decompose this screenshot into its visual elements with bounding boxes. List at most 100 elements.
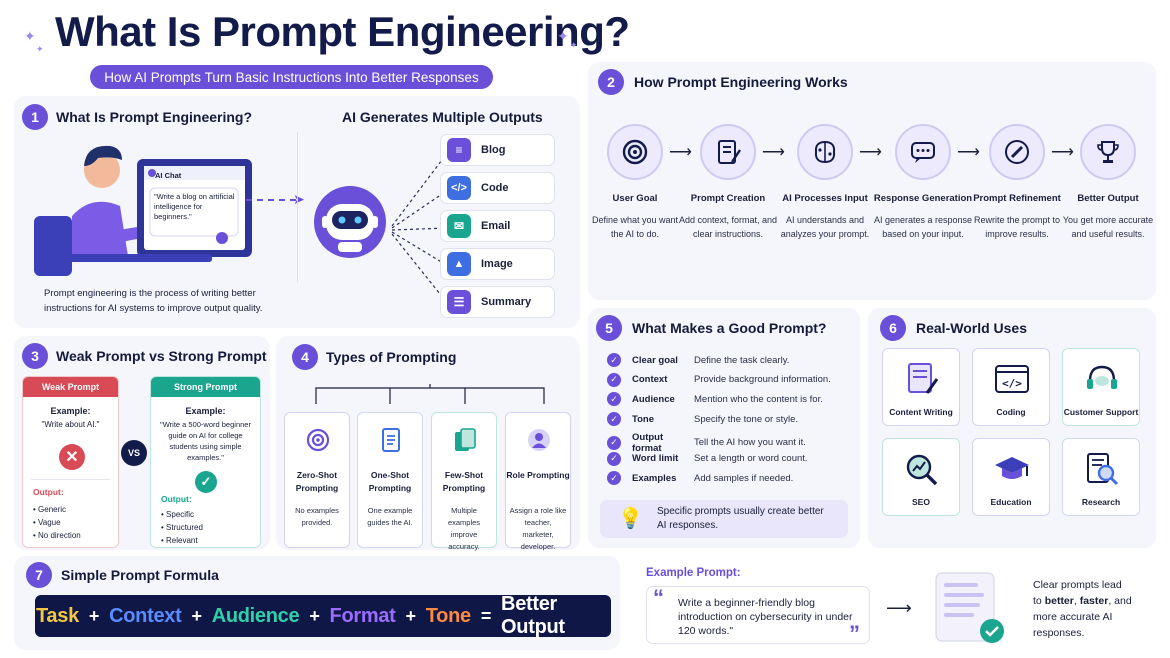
step-1-circle (700, 124, 756, 180)
prompt-type-name: Role Prompting (506, 470, 570, 480)
sparkle-icon: ✦ (24, 28, 36, 44)
check-icon: ✓ (607, 412, 621, 427)
check-mark-icon: ✓ (195, 471, 217, 493)
step-title: Response Generation (873, 193, 973, 204)
formula-bar: Task+Context+Audience+Format+Tone=Better… (35, 593, 611, 638)
chat-bubble-icon (911, 142, 935, 163)
step-desc: Define what you want the AI to do. (591, 215, 679, 239)
arrow-right-icon: ⟶ (762, 144, 785, 161)
formula-operator: + (309, 605, 320, 626)
step-desc: You get more accurate and useful results… (1062, 215, 1154, 239)
quote-close-icon: ” (849, 621, 860, 646)
section-title: What Makes a Good Prompt? (632, 320, 827, 336)
quote-open-icon: “ (653, 585, 664, 610)
section-number: 3 (22, 343, 48, 369)
use-card: Education (972, 438, 1050, 516)
arrow-right-icon: ⟶ (886, 598, 912, 618)
section-number: 1 (22, 104, 48, 130)
arrow-right-icon: ⟶ (859, 144, 882, 161)
divider (297, 132, 298, 282)
lightbulb-icon: 💡 (618, 508, 643, 530)
output-image: ▲Image (440, 248, 555, 280)
section-number: 4 (292, 344, 318, 370)
document-icon (382, 428, 400, 452)
output-email: ✉Email (440, 210, 555, 242)
seo-magnifier-icon (906, 454, 938, 486)
good-prompt-item: ✓ Output format Tell the AI how you want… (607, 432, 806, 454)
document-pen-icon (718, 140, 741, 164)
arrow-right-icon: ⟶ (669, 144, 692, 161)
chat-prompt-text: "Write a blog on artificial intelligence… (154, 192, 235, 221)
use-card: Content Writing (882, 348, 960, 426)
target-icon (306, 428, 330, 452)
section-title: How Prompt Engineering Works (634, 74, 848, 90)
trophy-icon (1097, 141, 1119, 163)
coding-icon: </> (995, 365, 1029, 393)
formula-term: Task (36, 604, 79, 627)
image-icon: ▲ (447, 252, 471, 276)
check-icon: ✓ (607, 372, 621, 387)
prompt-type-name: Zero-Shot Prompting (295, 470, 339, 493)
types-connector (315, 384, 545, 404)
output-fan-lines (391, 151, 449, 305)
use-card: Customer Support (1062, 348, 1140, 426)
person-icon (528, 429, 550, 451)
outputs-title: AI Generates Multiple Outputs (342, 109, 543, 125)
check-icon: ✓ (607, 451, 621, 466)
content-writing-icon (908, 363, 939, 394)
good-prompt-item: ✓ Clear goal Define the task clearly. (607, 353, 789, 367)
prompt-type-name: Few-Shot Prompting (442, 470, 486, 493)
step-desc: AI generates a response based on your in… (873, 215, 973, 239)
step-2-circle (797, 124, 853, 180)
chat-window-label: AI Chat (155, 171, 182, 180)
formula-operator: + (191, 605, 202, 626)
formula-operator: + (88, 605, 100, 626)
strong-output-list: • Specific • Structured • Relevant (161, 510, 203, 545)
use-card: Research (1062, 438, 1140, 516)
graduation-cap-icon (995, 457, 1029, 479)
svg-text:</>: </> (1002, 377, 1022, 390)
prompt-type-desc: Multiple examples improve accuracy. (447, 506, 481, 551)
prompt-type-card: Role Prompting Assign a role like teache… (505, 412, 571, 551)
use-label: Research (1081, 497, 1121, 507)
arrow-head-icon: ➤ (293, 191, 305, 207)
section-title: Types of Prompting (326, 349, 457, 365)
arrow-right-icon: ⟶ (1051, 144, 1074, 161)
section-number: 5 (596, 315, 622, 341)
step-desc: AI understands and analyzes your prompt. (780, 215, 870, 239)
output-code: </>Code (440, 172, 555, 204)
page-subtitle: How AI Prompts Turn Basic Instructions I… (90, 65, 493, 89)
step-0-circle (607, 124, 663, 180)
step-title: Prompt Creation (690, 193, 766, 204)
code-icon: </> (447, 176, 471, 200)
formula-operator: + (405, 605, 417, 626)
step-desc: Rewrite the prompt to improve results. (973, 215, 1061, 239)
sparkle-icon: ✦ (557, 28, 569, 44)
arrow-right-icon: ⟶ (957, 144, 980, 161)
weak-prompt-header: Weak Prompt (23, 377, 118, 397)
strong-prompt-header: Strong Prompt (151, 377, 260, 397)
use-label: Customer Support (1063, 407, 1139, 417)
use-card: SEO (882, 438, 960, 516)
use-label: SEO (912, 497, 930, 507)
step-5-circle (1080, 124, 1136, 180)
good-prompt-item: ✓ Examples Add samples if needed. (607, 471, 793, 486)
page-title: What Is Prompt Engineering? (55, 8, 630, 55)
prompt-type-desc: One example guides the AI. (367, 506, 413, 527)
use-label: Content Writing (889, 407, 953, 417)
prompt-type-card: One-Shot Prompting One example guides th… (357, 412, 423, 548)
use-label: Education (990, 497, 1032, 507)
check-icon: ✓ (607, 471, 621, 486)
good-prompt-item: ✓ Audience Mention who the content is fo… (607, 392, 823, 407)
formula-term: Context (109, 604, 182, 627)
sparkle-icon: ✦ (36, 44, 44, 54)
check-icon: ✓ (607, 435, 621, 450)
document-icon: ≡ (447, 138, 471, 162)
use-label: Coding (996, 407, 1026, 417)
section-number: 7 (26, 562, 52, 588)
example-prompt-box: “ Write a beginner-friendly blog introdu… (646, 585, 870, 646)
robot-icon (314, 186, 386, 258)
section-title: What Is Prompt Engineering? (56, 109, 253, 125)
step-3-circle (895, 124, 951, 180)
section-title: Simple Prompt Formula (61, 567, 219, 583)
